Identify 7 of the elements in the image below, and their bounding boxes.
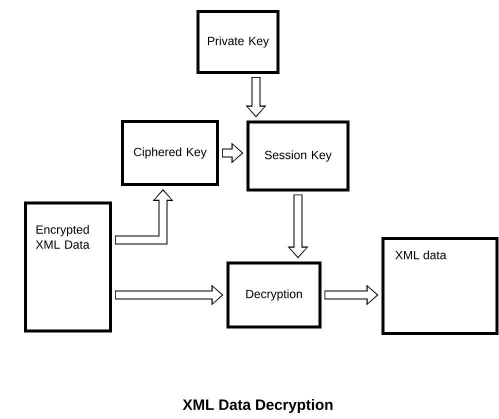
caption: XML Data Decryption [182, 399, 332, 413]
process-box: Encrypted XML Data [24, 202, 112, 332]
process-box: Ciphered Key [121, 120, 219, 186]
process-box: XML data [382, 237, 498, 335]
process-box: Decryption [226, 262, 322, 328]
process-box: Session Key [246, 120, 350, 192]
process-box: Private Key [196, 10, 280, 74]
